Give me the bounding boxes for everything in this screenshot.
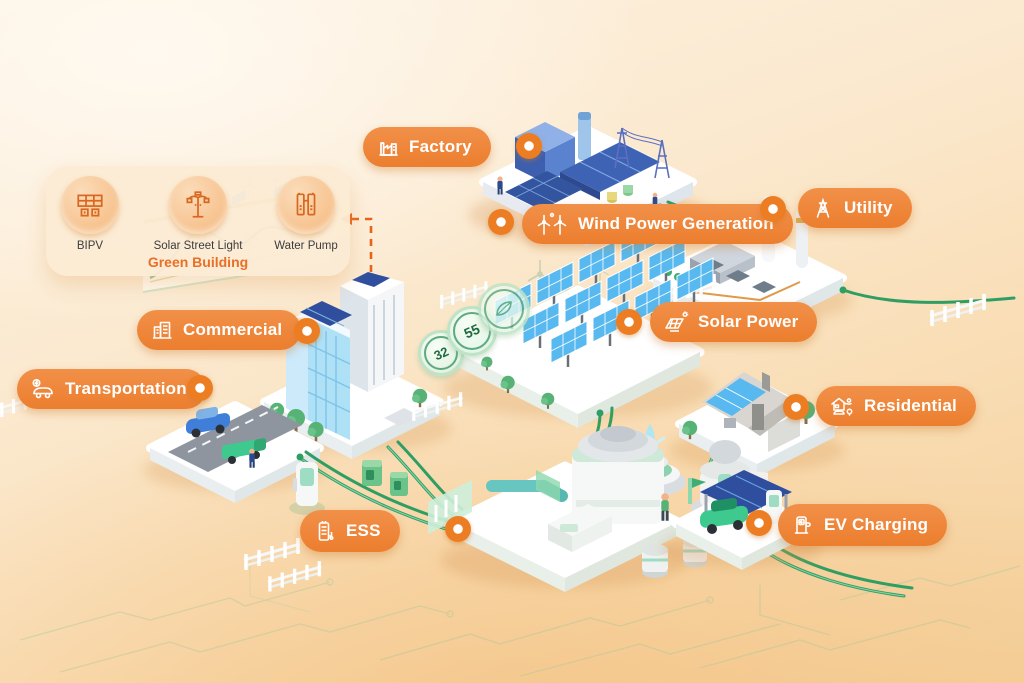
label-commercial[interactable]: Commercial: [137, 310, 302, 350]
label-transportation[interactable]: Transportation: [17, 369, 206, 409]
green-building-caption: Green Building: [147, 254, 249, 270]
gb-label-street-light: Solar Street Light: [153, 240, 243, 252]
connector-dot-residential: [783, 394, 809, 420]
label-wind-text: Wind Power Generation: [578, 214, 774, 233]
commercial-buildings-illustration: [252, 272, 452, 459]
transmission-tower-icon: [811, 196, 835, 220]
label-solar-text: Solar Power: [698, 312, 799, 331]
label-ess-text: ESS: [346, 521, 381, 540]
smart-home-icon: [829, 394, 855, 418]
connector-dot-utility: [760, 196, 786, 222]
label-factory[interactable]: Factory: [363, 127, 491, 167]
connector-dot-solar: [616, 309, 642, 335]
office-buildings-icon: [150, 318, 174, 342]
bipv-icon: [77, 194, 103, 217]
ev-charger-icon: [791, 512, 815, 538]
label-utility-text: Utility: [844, 198, 893, 217]
connector-dot-factory: [516, 133, 542, 159]
label-ess[interactable]: ESS: [300, 510, 400, 552]
connector-dot-ess: [445, 516, 471, 542]
label-ev-charging[interactable]: EV Charging: [778, 504, 948, 546]
connector-dot-transportation: [187, 375, 213, 401]
label-ev-text: EV Charging: [824, 515, 929, 534]
ev-car-icon: [30, 377, 56, 401]
label-solar-power[interactable]: Solar Power: [650, 302, 818, 342]
connector-dot-commercial: [294, 318, 320, 344]
circuit-pattern: [19, 560, 1021, 677]
gb-label-water-pump: Water Pump: [274, 240, 338, 252]
label-utility[interactable]: Utility: [798, 188, 912, 228]
label-residential[interactable]: Residential: [816, 386, 976, 426]
gb-label-bipv: BIPV: [76, 240, 104, 252]
water-pump-icon: [296, 192, 316, 216]
label-commercial-text: Commercial: [183, 320, 283, 339]
connector-dot-wind: [488, 209, 514, 235]
factory-icon: [376, 135, 400, 159]
gb-item-street-light: Solar Street Light: [153, 176, 243, 252]
gb-item-bipv: BIPV: [47, 176, 133, 252]
transportation-road-illustration: [143, 401, 327, 503]
label-transportation-text: Transportation: [65, 379, 187, 398]
leaf-coin: [478, 283, 530, 335]
gb-item-water-pump: Water Pump: [263, 176, 349, 252]
battery-storage-icon: [313, 518, 337, 544]
green-building-panel: BIPV Solar Street Light: [46, 166, 350, 276]
label-wind-power-generation[interactable]: Wind Power Generation: [522, 204, 793, 244]
battery-cabinets-illustration: [249, 448, 408, 496]
label-factory-text: Factory: [409, 137, 472, 156]
label-residential-text: Residential: [864, 396, 957, 415]
connector-dot-ev: [746, 510, 772, 536]
solar-panel-sun-icon: [663, 310, 689, 334]
wind-turbines-icon: [535, 212, 569, 236]
street-light-icon: [186, 191, 210, 218]
